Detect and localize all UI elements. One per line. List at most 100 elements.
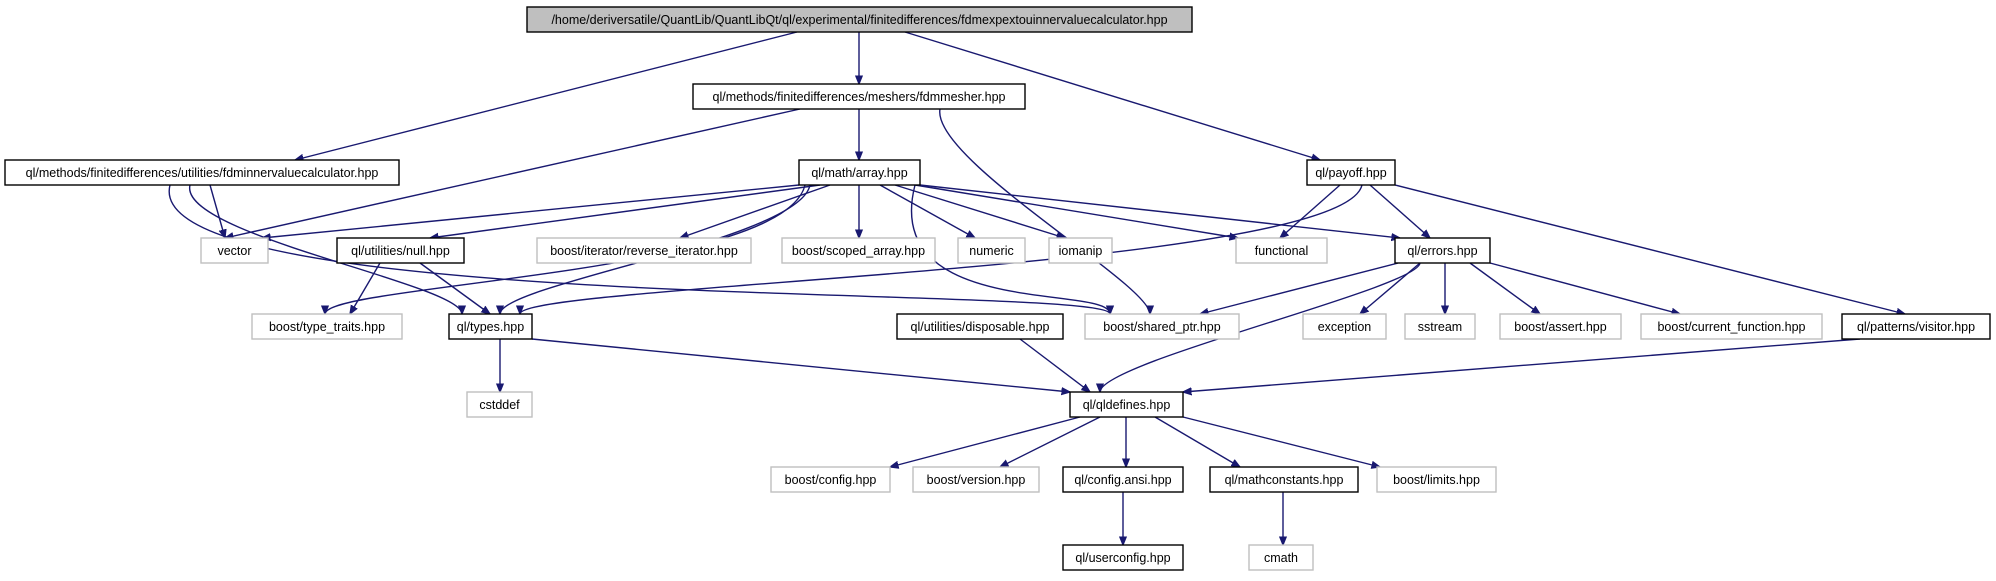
node-errors[interactable]: ql/errors.hpp bbox=[1394, 237, 1491, 264]
node-label: /home/deriversatile/QuantLib/QuantLibQt/… bbox=[551, 13, 1167, 27]
node-cstddef: cstddef bbox=[466, 391, 533, 418]
node-label: iomanip bbox=[1059, 244, 1103, 258]
node-label: cstddef bbox=[479, 398, 520, 412]
node-box bbox=[200, 237, 269, 264]
edge-errors-to-qldefines bbox=[1100, 262, 1421, 392]
edge-fdmmesher-to-sharedptr bbox=[939, 108, 1150, 314]
node-box bbox=[1404, 313, 1476, 340]
node-label: ql/math/array.hpp bbox=[811, 166, 907, 180]
edge-fdminner-to-types bbox=[189, 184, 462, 314]
node-box bbox=[1499, 313, 1622, 340]
edge-visitor-to-qldefines bbox=[1183, 338, 1861, 392]
edge-fdmmesher-to-vector bbox=[225, 108, 801, 238]
edge-payoff-to-types bbox=[520, 184, 1363, 315]
node-numeric: numeric bbox=[957, 237, 1026, 264]
nodes-layer: /home/deriversatile/QuantLib/QuantLibQt/… bbox=[4, 6, 1991, 571]
node-types[interactable]: ql/types.hpp bbox=[448, 313, 533, 340]
node-box bbox=[1069, 391, 1184, 418]
node-array[interactable]: ql/math/array.hpp bbox=[798, 159, 921, 186]
node-box bbox=[4, 159, 400, 186]
node-label: boost/iterator/reverse_iterator.hpp bbox=[550, 244, 738, 258]
node-label: ql/qldefines.hpp bbox=[1083, 398, 1171, 412]
node-disposable[interactable]: ql/utilities/disposable.hpp bbox=[896, 313, 1064, 340]
node-label: ql/config.ansi.hpp bbox=[1074, 473, 1171, 487]
node-box bbox=[536, 237, 752, 264]
node-limits: boost/limits.hpp bbox=[1376, 466, 1497, 493]
node-version: boost/version.hpp bbox=[912, 466, 1040, 493]
node-cmath: cmath bbox=[1248, 544, 1314, 571]
node-box bbox=[798, 159, 921, 186]
edge-errors-to-sharedptr bbox=[1200, 262, 1399, 314]
node-box bbox=[1209, 466, 1359, 493]
node-box bbox=[1306, 159, 1396, 186]
node-qldefines[interactable]: ql/qldefines.hpp bbox=[1069, 391, 1184, 418]
node-sharedptr: boost/shared_ptr.hpp bbox=[1084, 313, 1240, 340]
node-label: boost/assert.hpp bbox=[1514, 320, 1606, 334]
node-configansi[interactable]: ql/config.ansi.hpp bbox=[1062, 466, 1184, 493]
node-label: boost/limits.hpp bbox=[1393, 473, 1480, 487]
edge-types-to-qldefines bbox=[531, 338, 1070, 392]
node-functional: functional bbox=[1235, 237, 1328, 264]
node-box bbox=[1084, 313, 1240, 340]
edge-root-to-payoff bbox=[904, 31, 1320, 160]
node-label: ql/types.hpp bbox=[457, 320, 524, 334]
node-label: ql/userconfig.hpp bbox=[1075, 551, 1170, 565]
node-label: ql/utilities/disposable.hpp bbox=[911, 320, 1050, 334]
node-label: ql/payoff.hpp bbox=[1315, 166, 1386, 180]
node-visitor[interactable]: ql/patterns/visitor.hpp bbox=[1841, 313, 1991, 340]
node-box bbox=[466, 391, 533, 418]
edge-fdminner-to-vector bbox=[209, 184, 225, 238]
edge-qldefines-to-version bbox=[1000, 416, 1101, 467]
node-box bbox=[336, 237, 465, 264]
edge-root-to-fdminner bbox=[295, 31, 798, 160]
node-box bbox=[1235, 237, 1328, 264]
node-box bbox=[448, 313, 533, 340]
node-revit: boost/iterator/reverse_iterator.hpp bbox=[536, 237, 752, 264]
node-box bbox=[1841, 313, 1991, 340]
edge-disposable-to-qldefines bbox=[1019, 338, 1090, 392]
edge-array-to-errors bbox=[919, 184, 1400, 238]
node-box bbox=[1302, 313, 1387, 340]
node-box bbox=[781, 237, 936, 264]
node-box bbox=[1376, 466, 1497, 493]
node-assert: boost/assert.hpp bbox=[1499, 313, 1622, 340]
node-iomanip: iomanip bbox=[1048, 237, 1113, 264]
node-null[interactable]: ql/utilities/null.hpp bbox=[336, 237, 465, 264]
node-label: ql/methods/finitedifferences/utilities/f… bbox=[26, 166, 379, 180]
node-box bbox=[526, 6, 1193, 33]
node-box bbox=[692, 83, 1026, 110]
node-label: cmath bbox=[1264, 551, 1298, 565]
edge-array-to-null bbox=[430, 184, 821, 238]
edge-payoff-to-functional bbox=[1280, 184, 1341, 238]
edge-array-to-numeric bbox=[879, 184, 975, 238]
node-label: vector bbox=[217, 244, 251, 258]
node-config: boost/config.hpp bbox=[770, 466, 891, 493]
node-userconfig[interactable]: ql/userconfig.hpp bbox=[1062, 544, 1184, 571]
edge-null-to-typetraits bbox=[350, 262, 381, 314]
node-sstream: sstream bbox=[1404, 313, 1476, 340]
node-box bbox=[770, 466, 891, 493]
node-root[interactable]: /home/deriversatile/QuantLib/QuantLibQt/… bbox=[526, 6, 1193, 33]
node-payoff[interactable]: ql/payoff.hpp bbox=[1306, 159, 1396, 186]
node-box bbox=[1248, 544, 1314, 571]
edge-array-to-functional bbox=[914, 184, 1238, 238]
edge-errors-to-assert bbox=[1469, 262, 1540, 314]
node-label: boost/scoped_array.hpp bbox=[792, 244, 925, 258]
node-mathconst[interactable]: ql/mathconstants.hpp bbox=[1209, 466, 1359, 493]
node-box bbox=[1048, 237, 1113, 264]
node-box bbox=[1394, 237, 1491, 264]
node-fdmmesher[interactable]: ql/methods/finitedifferences/meshers/fdm… bbox=[692, 83, 1026, 110]
node-box bbox=[1062, 466, 1184, 493]
node-label: ql/patterns/visitor.hpp bbox=[1857, 320, 1975, 334]
node-label: boost/current_function.hpp bbox=[1657, 320, 1805, 334]
node-label: exception bbox=[1318, 320, 1372, 334]
node-fdminner[interactable]: ql/methods/finitedifferences/utilities/f… bbox=[4, 159, 400, 186]
node-box bbox=[1062, 544, 1184, 571]
node-box bbox=[251, 313, 403, 340]
edge-payoff-to-visitor bbox=[1394, 184, 1905, 314]
node-box bbox=[912, 466, 1040, 493]
edge-array-to-revit bbox=[680, 184, 831, 238]
edge-array-to-iomanip bbox=[894, 184, 1065, 238]
node-typetraits: boost/type_traits.hpp bbox=[251, 313, 403, 340]
node-scoped: boost/scoped_array.hpp bbox=[781, 237, 936, 264]
